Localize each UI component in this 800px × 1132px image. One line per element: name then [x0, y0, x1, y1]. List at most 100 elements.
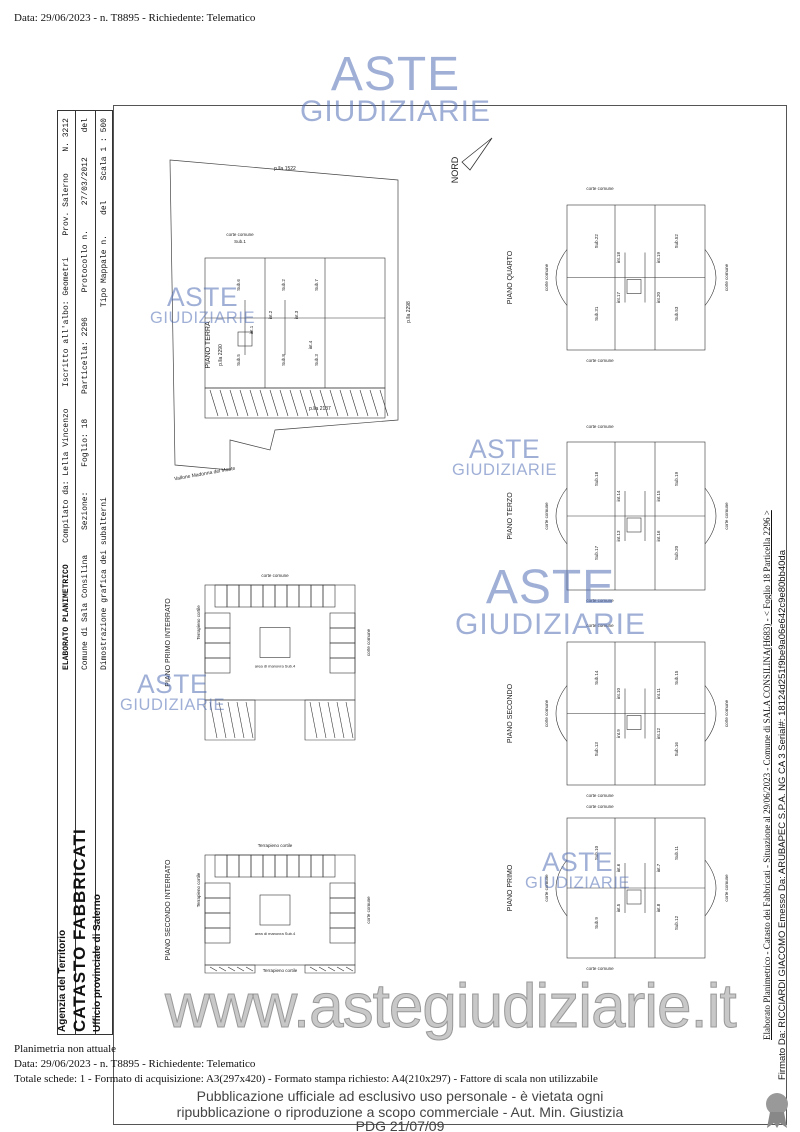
ramp-hatch	[339, 389, 349, 417]
footer-totale-line: Totale schede: 1 - Formato di acquisizio…	[14, 1073, 598, 1085]
ramp-hatch	[369, 389, 379, 417]
box-unit	[329, 627, 356, 644]
int-label: int.5	[616, 903, 621, 912]
box-unit	[204, 912, 231, 929]
ramp-outline	[204, 387, 386, 419]
box-unit	[204, 882, 231, 899]
ramp-hatch	[336, 966, 345, 972]
ramp-outline	[304, 699, 356, 741]
ramp-hatch	[229, 389, 239, 417]
ramp-outline	[304, 964, 356, 974]
int-label: int.18	[616, 252, 621, 264]
sub-label: Sub.17	[594, 545, 599, 560]
box-unit	[329, 912, 356, 929]
stair-icon	[626, 517, 642, 533]
sub-label: Sub.16	[674, 742, 679, 757]
header-line: Data: 29/06/2023 - n. T8895 - Richiedent…	[14, 12, 256, 24]
box-unit	[286, 854, 300, 878]
stair-icon	[626, 279, 642, 294]
box-unit	[238, 854, 252, 878]
sub-label: Sub.9	[594, 917, 599, 929]
ramp-hatch	[249, 389, 259, 417]
sub-label: Sub.15	[674, 670, 679, 685]
balcony-curve	[555, 487, 568, 545]
sub-label: Sub.2	[281, 279, 286, 291]
box-unit	[226, 584, 240, 608]
stair-icon	[259, 627, 291, 658]
box-unit	[329, 657, 356, 674]
corte-label: corte comune	[226, 232, 254, 237]
ramp-hatch	[359, 389, 369, 417]
int-label: int.8	[656, 903, 661, 912]
plla-label: p.lla 1522	[274, 166, 296, 172]
area-manovra-label: area di manovra Sub.4	[255, 931, 296, 936]
floor-label: PIANO PRIMO	[507, 864, 514, 911]
plla-label: p.lla 2137	[309, 406, 331, 412]
plla-label: p.lla 2290	[218, 344, 224, 366]
ramp-hatch	[309, 966, 318, 972]
balcony-curve	[704, 487, 717, 545]
floor-label: PIANO SECONDO INTERRATO	[165, 859, 172, 960]
box-unit	[262, 854, 276, 878]
publication-notice-1: Pubblicazione ufficiale ad esclusivo uso…	[196, 1088, 604, 1104]
sub-label: Sub.10	[594, 845, 599, 860]
corte-label: corte comune	[724, 263, 729, 291]
box-unit	[250, 584, 264, 608]
int-label: int.12	[656, 728, 661, 740]
box-unit	[274, 854, 288, 878]
ramp-hatch	[236, 966, 245, 972]
int-label: int.15	[656, 490, 661, 502]
seal-ribbon-icon	[766, 1093, 788, 1128]
footer-dash: -	[398, 1118, 402, 1129]
box-unit	[329, 897, 356, 914]
ramp-hatch	[309, 389, 319, 417]
balcony-curve	[704, 685, 717, 742]
ramp-hatch	[245, 966, 254, 972]
building-outline	[204, 854, 356, 966]
corte-label: corte comune	[724, 699, 729, 727]
int-label: int.19	[656, 252, 661, 264]
box-unit	[204, 627, 231, 644]
ramp-hatch	[379, 389, 389, 417]
corte-label: corte comune	[724, 874, 729, 902]
building-outline	[204, 584, 356, 701]
int-label: int.7	[656, 863, 661, 872]
corte-label: corte comune	[724, 502, 729, 530]
ramp-outline	[204, 964, 256, 974]
ramp-hatch	[336, 701, 345, 739]
ramp-hatch	[345, 701, 354, 739]
int-label: int.14	[616, 490, 621, 502]
ramp-hatch	[299, 389, 309, 417]
ramp-hatch	[329, 389, 339, 417]
box-unit	[274, 584, 288, 608]
ramp-hatch	[327, 701, 336, 739]
top-label: Terrapieno cortile	[258, 843, 293, 848]
ramp-hatch	[318, 966, 327, 972]
box-unit	[310, 584, 324, 608]
ramp-hatch	[279, 389, 289, 417]
ramp-hatch	[345, 966, 354, 972]
balcony-curve	[555, 249, 568, 306]
title-block	[57, 110, 113, 1035]
int-label: int.11	[656, 688, 661, 699]
side-corte-label: corte comune	[366, 896, 371, 924]
sub-label: Sub.22	[594, 234, 599, 249]
ramp-hatch	[236, 701, 245, 739]
ramp-hatch	[309, 701, 318, 739]
drawing-frame	[113, 105, 787, 1125]
balcony-curve	[555, 685, 568, 742]
balcony-curve	[704, 859, 717, 917]
corte-label: corte comune	[544, 699, 549, 727]
sub-label: Sub.11	[674, 846, 679, 860]
floor-label: PIANO QUARTO	[507, 250, 514, 304]
terrapieno-label: Terrapieno cortile	[263, 968, 298, 973]
box-unit	[286, 584, 300, 608]
ramp-hatch	[289, 389, 299, 417]
sub-label: Sub.20	[674, 545, 679, 560]
sub-label: Sub.18	[594, 471, 599, 486]
